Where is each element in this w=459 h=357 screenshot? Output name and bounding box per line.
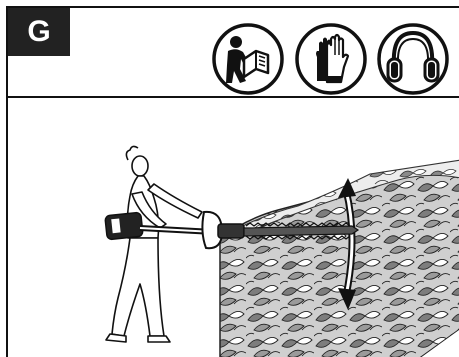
instruction-panel: G	[6, 6, 459, 357]
read-manual-icon	[210, 21, 286, 97]
operator-figure	[106, 146, 202, 342]
wear-ear-protection-icon	[375, 21, 451, 97]
wear-gloves-icon	[293, 21, 369, 97]
step-label: G	[8, 8, 70, 56]
trimming-illustration	[8, 98, 459, 357]
hedge-side	[220, 174, 459, 357]
panel-header: G	[8, 8, 459, 98]
